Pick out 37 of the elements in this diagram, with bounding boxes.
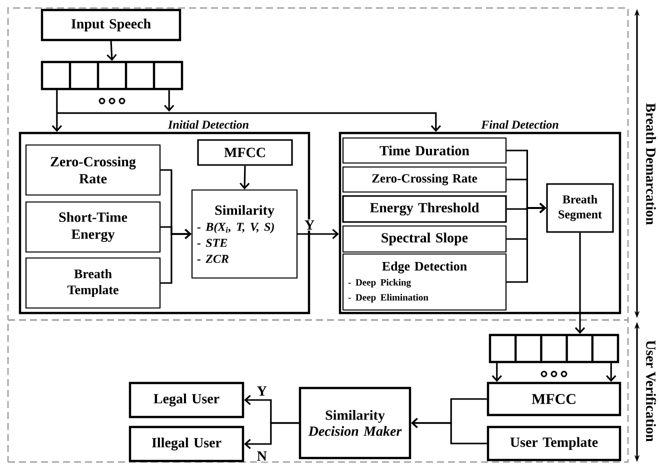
feature-box: Short-Time Energy bbox=[25, 201, 161, 253]
process-box: Input Speech bbox=[40, 8, 182, 42]
arrow bbox=[52, 90, 62, 132]
edge-label: Y bbox=[304, 219, 316, 231]
edge-label: Y bbox=[256, 385, 268, 397]
arrow bbox=[56, 90, 441, 132]
edge-label: N bbox=[256, 450, 268, 462]
region-label: User Verification bbox=[644, 339, 658, 443]
frame-buffer bbox=[488, 334, 620, 378]
group-heading: Final Detection bbox=[481, 120, 558, 129]
arrow bbox=[298, 228, 339, 240]
frame-buffer bbox=[40, 60, 184, 104]
feature-box: Breath Template bbox=[25, 257, 161, 309]
feature-box: Spectral Slope bbox=[342, 225, 507, 253]
feature-box: Zero-Crossing Rate bbox=[342, 166, 507, 193]
result-box: Illegal User bbox=[128, 426, 244, 462]
arrow bbox=[411, 418, 487, 444]
arrow bbox=[492, 363, 616, 382]
process-box: Similarity - B(X$_{i}$, T, V, S) - STE - ZCR bbox=[191, 189, 298, 279]
feature-box: Edge Detection - Deep Picking - Deep Elimination bbox=[342, 253, 507, 311]
arrow bbox=[240, 166, 250, 190]
process-box: User Template bbox=[486, 426, 622, 462]
decision-box: Similarity Decision Maker bbox=[298, 386, 412, 460]
result-box: Legal User bbox=[128, 382, 244, 418]
feature-box: Zero-Crossing Rate bbox=[25, 144, 161, 196]
process-box: MFCC bbox=[197, 139, 293, 166]
region-label: Breath Demarcation bbox=[645, 102, 657, 226]
feature-box: Energy Threshold bbox=[342, 195, 507, 223]
process-box: Breath Segment bbox=[546, 183, 614, 233]
arrow bbox=[506, 202, 546, 283]
arrow bbox=[244, 422, 299, 450]
feature-box: Time Duration bbox=[342, 137, 507, 164]
arrow bbox=[574, 232, 586, 334]
arrow bbox=[106, 41, 117, 61]
group-heading: Initial Detection bbox=[168, 120, 248, 129]
arrow bbox=[160, 228, 192, 284]
process-box: MFCC bbox=[486, 382, 622, 416]
